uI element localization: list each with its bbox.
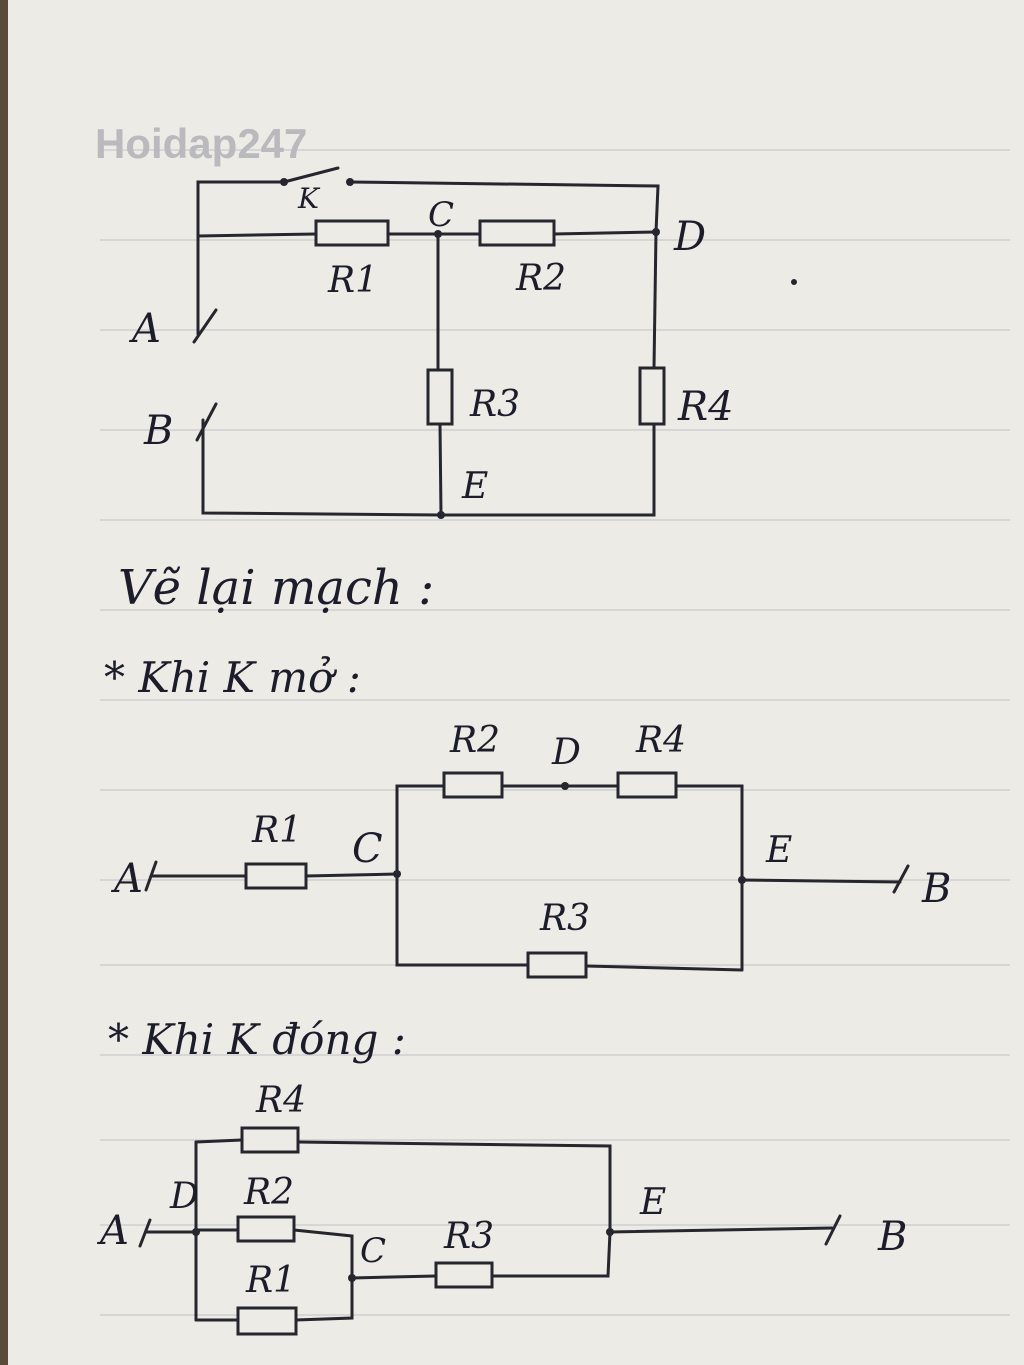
wire-r2-d <box>552 230 658 236</box>
heading-redraw: Vẽ lại mạch : <box>118 560 434 616</box>
label-a: A <box>110 856 143 902</box>
resistor-r3 <box>526 951 588 979</box>
wire-c-r3 <box>350 1274 438 1280</box>
label-r2: R2 <box>449 720 500 761</box>
wire-r3-e <box>438 422 443 517</box>
wire-r2-c <box>292 1228 354 1280</box>
resistor-r1 <box>314 219 390 247</box>
resistor-r2 <box>478 219 556 247</box>
label-r4: R4 <box>677 384 734 430</box>
wire-r4-e <box>439 422 656 517</box>
wire-c-r3 <box>395 872 530 967</box>
wire-d-r4 <box>652 230 658 370</box>
wire-r1-c <box>304 872 399 878</box>
watermark-logo: Hoidap247 <box>95 120 307 167</box>
switch-wire-left <box>196 180 286 238</box>
label-r3: R3 <box>469 384 520 425</box>
label-r2: R2 <box>243 1172 294 1213</box>
resistor-r1 <box>236 1306 298 1336</box>
wire-c-up <box>395 784 446 876</box>
stray-dot <box>791 279 797 285</box>
label-b: B <box>877 1214 907 1260</box>
terminal-b-tick <box>824 1214 842 1246</box>
label-b: B <box>921 866 951 912</box>
terminal-b-tick <box>892 864 910 894</box>
original-circuit: K C D R1 R2 A B R3 R4 E <box>128 166 797 519</box>
label-r3: R3 <box>539 898 590 939</box>
wire-r3-e <box>584 964 744 972</box>
paper-edge <box>0 0 8 1365</box>
resistor-r3 <box>426 368 454 426</box>
label-d: D <box>551 732 581 773</box>
label-r4: R4 <box>635 720 686 761</box>
label-e: E <box>765 830 792 871</box>
resistor-r3 <box>434 1261 494 1289</box>
label-r3: R3 <box>443 1216 494 1257</box>
label-r4: R4 <box>255 1080 306 1121</box>
label-r2: R2 <box>515 258 566 299</box>
wire-r1-c <box>294 1276 354 1322</box>
label-a: A <box>96 1208 129 1254</box>
switch-k-blade <box>282 166 340 184</box>
label-c: C <box>352 826 383 872</box>
label-e: E <box>461 466 488 507</box>
wire-e-b <box>740 878 902 884</box>
label-r1: R1 <box>327 260 378 301</box>
circuit-k-closed: A D R4 R2 R1 C R3 E B <box>96 1080 907 1336</box>
title-k-closed: * Khi K đóng : <box>108 1015 406 1064</box>
wire-a-r1 <box>196 232 318 238</box>
label-k: K <box>297 182 321 215</box>
wire-r4-e <box>674 784 744 972</box>
resistor-r4 <box>616 771 678 799</box>
wire-r3-e <box>490 1230 612 1278</box>
terminal-a-tick <box>192 308 218 344</box>
circuit-k-open: A R1 C R2 D R4 E B R3 <box>110 720 951 979</box>
title-k-open: * Khi K mở : <box>104 653 361 702</box>
wire-r4-e <box>296 1140 612 1234</box>
label-d: D <box>169 1176 199 1217</box>
label-a: A <box>128 306 161 352</box>
label-d: D <box>673 214 706 260</box>
label-r1: R1 <box>245 1260 296 1301</box>
resistor-r4 <box>240 1126 300 1154</box>
node-d <box>561 782 569 790</box>
wire-d-r4 <box>194 1138 244 1144</box>
resistor-r4 <box>638 366 666 426</box>
label-c: C <box>360 1231 386 1271</box>
terminal-b-tick <box>195 402 218 442</box>
terminal-b-wire <box>201 418 443 517</box>
label-e: E <box>639 1182 666 1223</box>
label-c: C <box>428 195 454 235</box>
resistor-r2 <box>442 771 504 799</box>
label-r1: R1 <box>251 810 302 851</box>
switch-wire-right <box>348 180 660 234</box>
label-b: B <box>143 408 173 454</box>
switch-k-contact-left <box>280 178 288 186</box>
wire-e-b <box>608 1226 834 1234</box>
resistor-r1 <box>244 862 308 890</box>
resistor-r2 <box>236 1215 296 1243</box>
